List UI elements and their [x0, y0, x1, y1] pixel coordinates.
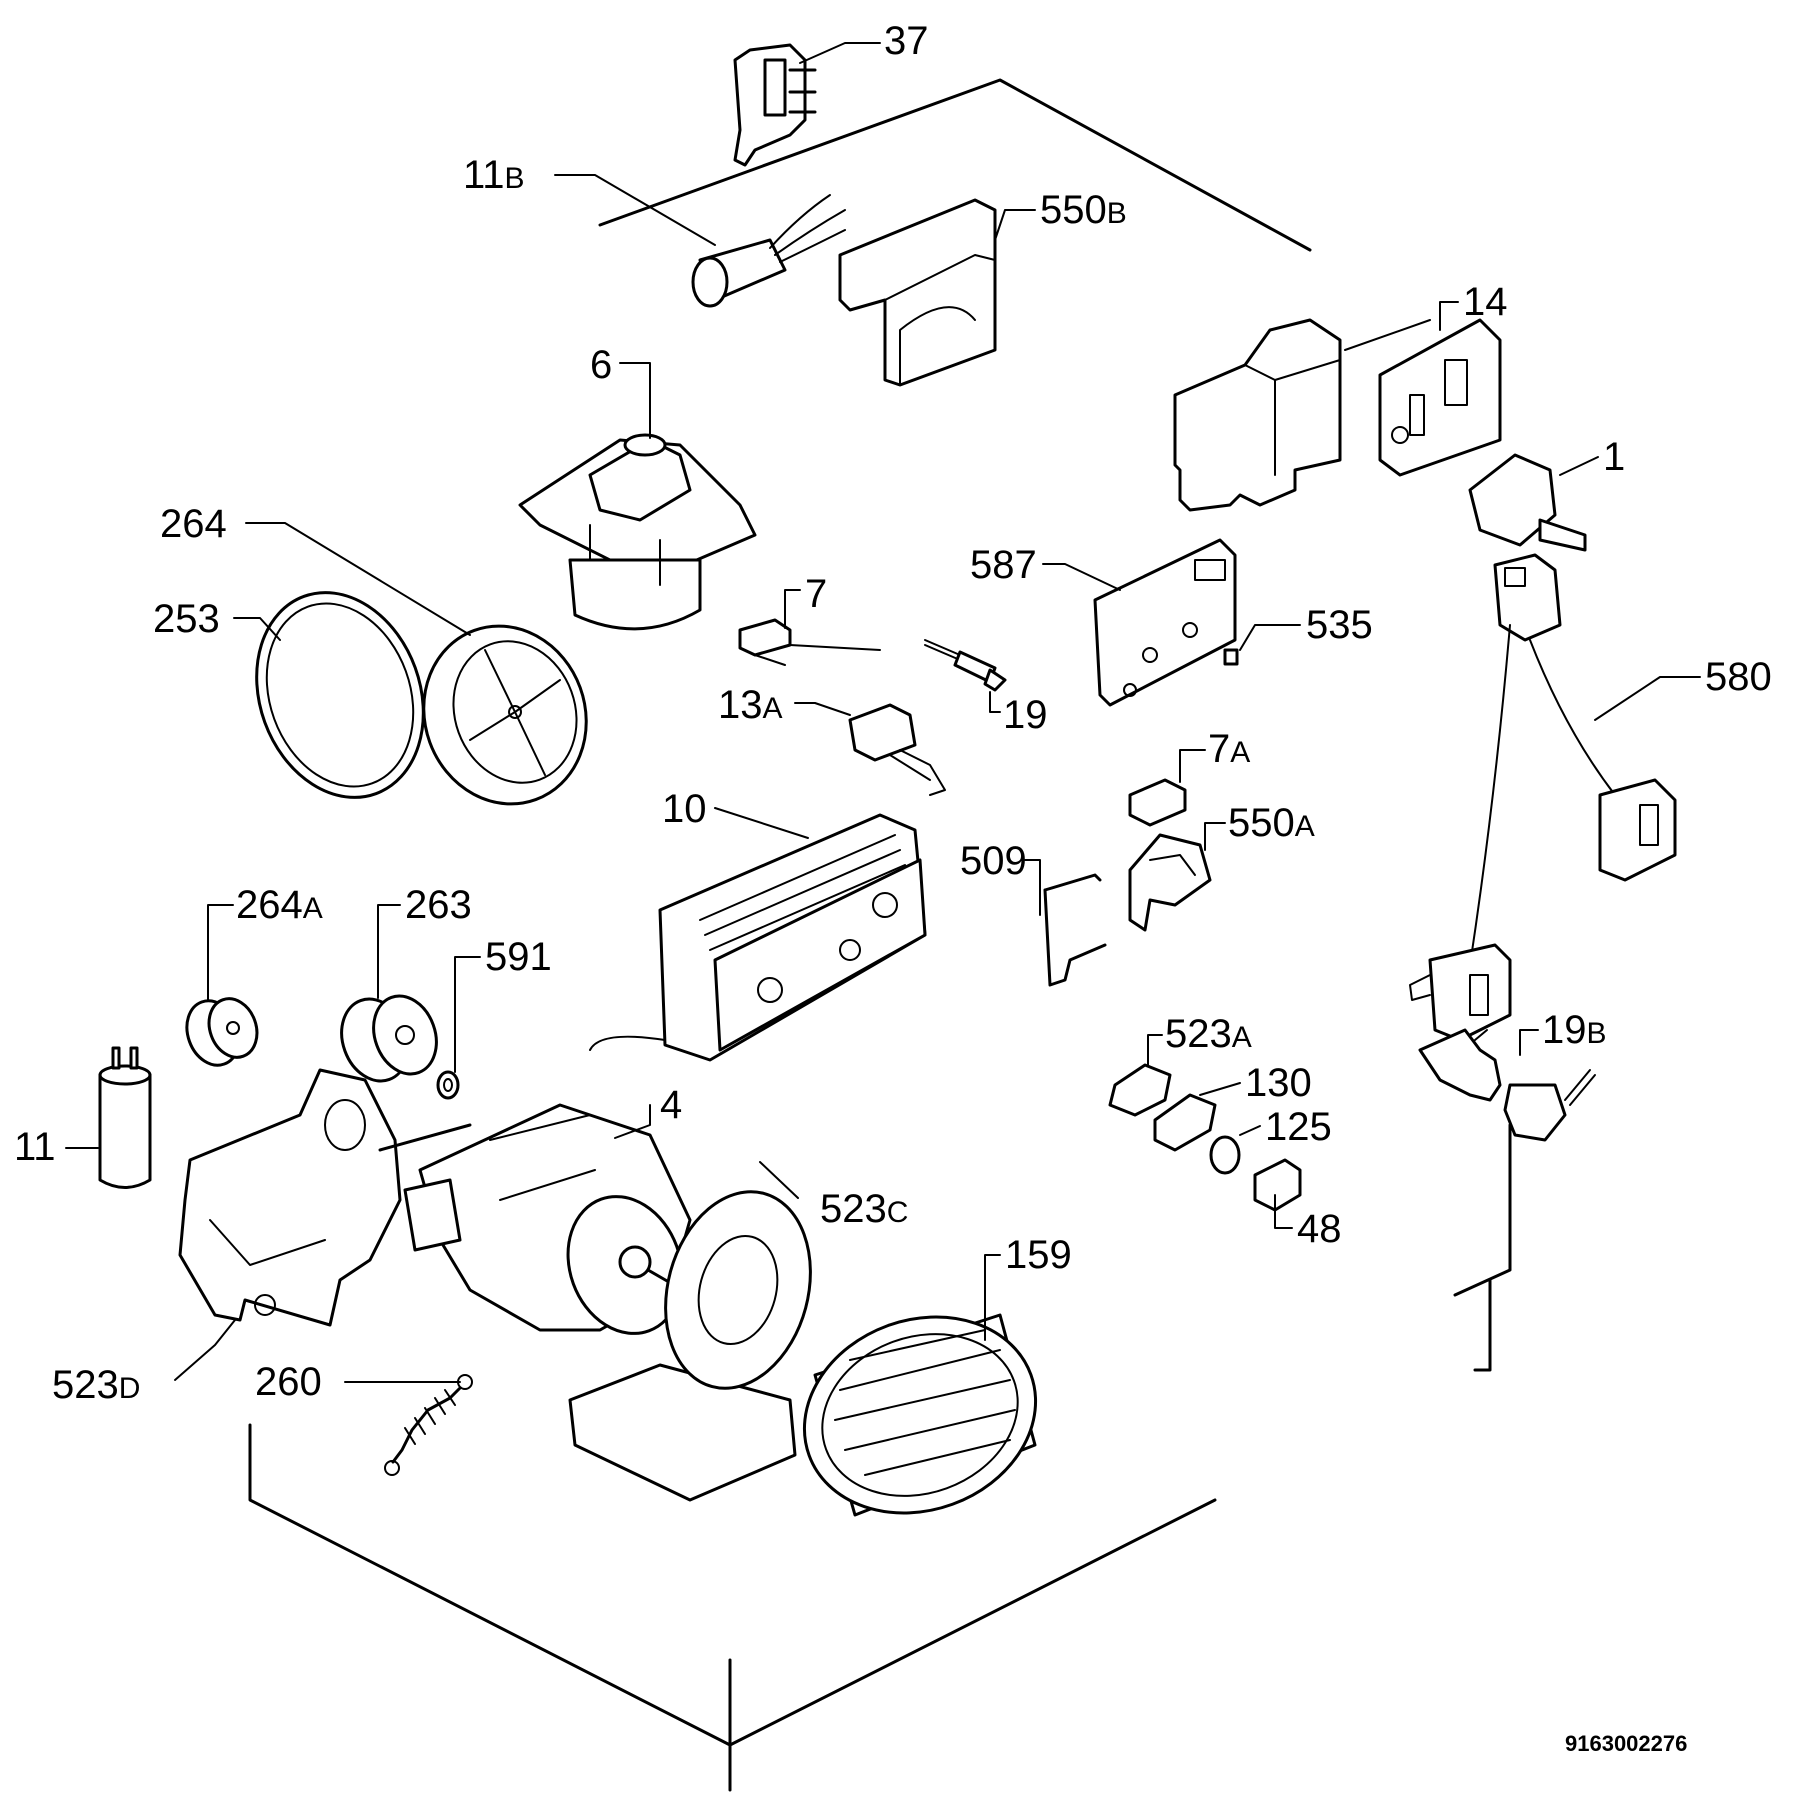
label-130: 130 [1245, 1061, 1312, 1105]
part-550b-duct-cover [838, 198, 997, 387]
label-523d: 523D [52, 1363, 140, 1407]
part-7-microswitch [738, 618, 881, 666]
label-591: 591 [485, 935, 552, 979]
part-14-electronic-module [1173, 318, 1502, 512]
label-7a: 7A [1208, 727, 1250, 771]
label-10: 10 [662, 787, 707, 831]
label-19b: 19B [1542, 1008, 1607, 1052]
part-37-door-switch [733, 43, 817, 167]
part-159-blower-wheel [802, 1313, 1038, 1517]
part-10-heating-element [589, 813, 927, 1062]
part-580-wiring-loom [1409, 553, 1677, 1042]
label-587: 587 [970, 543, 1037, 587]
label-7: 7 [805, 572, 827, 616]
label-535: 535 [1306, 603, 1373, 647]
part-535-clip [1223, 648, 1239, 666]
part-523a-gasket [1108, 1063, 1172, 1117]
document-number: 9163002276 [1565, 1731, 1687, 1756]
part-591-washer [436, 1070, 460, 1100]
part-550a-bracket [1128, 833, 1212, 932]
label-4: 4 [660, 1083, 682, 1127]
label-264a: 264A [236, 883, 323, 927]
label-550a: 550A [1228, 801, 1315, 845]
label-125: 125 [1265, 1105, 1332, 1149]
label-13a: 13A [718, 683, 783, 727]
label-11: 11 [14, 1125, 56, 1169]
label-48: 48 [1297, 1207, 1342, 1251]
part-6-pump [518, 433, 757, 631]
part-1-program-switch [1468, 453, 1587, 552]
label-159: 159 [1005, 1233, 1072, 1277]
label-509: 509 [960, 839, 1027, 883]
part-509-wire [1043, 873, 1107, 987]
part-19b-lamp-socket [1418, 1028, 1596, 1142]
label-523c: 523C [820, 1187, 908, 1231]
part-11-capacitor [98, 1046, 152, 1189]
part-587-circuit-board [1093, 538, 1237, 707]
part-7a-switch [1128, 778, 1187, 827]
label-523a: 523A [1165, 1012, 1252, 1056]
label-1: 1 [1603, 435, 1625, 479]
label-11b: 11B [463, 153, 525, 197]
part-523c-motor-mount [568, 1190, 812, 1502]
part-130-gasket [1153, 1093, 1217, 1152]
part-4-motor [378, 1103, 702, 1335]
part-264a-pulley [185, 997, 259, 1067]
label-550b: 550B [1040, 188, 1127, 232]
label-580: 580 [1705, 655, 1772, 699]
part-253-drive-belt [255, 591, 425, 799]
part-48-lamp-holder [1253, 1158, 1302, 1212]
part-11b-suppressor [691, 194, 846, 308]
label-14: 14 [1463, 280, 1508, 324]
label-6: 6 [590, 343, 612, 387]
part-125-nut [1209, 1135, 1241, 1175]
label-260: 260 [255, 1360, 322, 1404]
part-260-tension-spring [384, 1374, 473, 1476]
part-19-temperature-sensor [924, 639, 1007, 692]
callout-labels: 37 11B 550B 14 6 1 264 253 587 7 535 580… [14, 19, 1772, 1407]
label-253: 253 [153, 597, 220, 641]
part-263-idler-pulley [340, 994, 438, 1083]
part-13a-connector [848, 703, 946, 796]
label-263: 263 [405, 883, 472, 927]
label-37: 37 [884, 19, 929, 63]
leader-lines [65, 42, 1701, 1383]
label-19: 19 [1003, 693, 1048, 737]
cabinet-outline [248, 78, 1512, 1792]
label-264: 264 [160, 502, 227, 546]
part-523d-motor-cradle [178, 1068, 402, 1327]
part-264-fan-wheel [422, 624, 588, 806]
